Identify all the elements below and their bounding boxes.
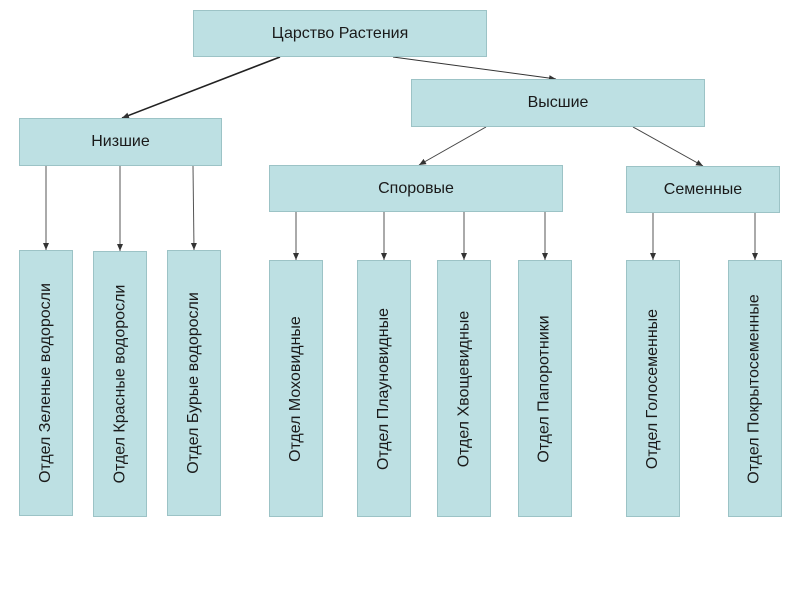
node-spore-label: Споровые <box>378 179 454 197</box>
node-mosses-label: Отдел Моховидные <box>287 315 304 462</box>
node-mosses: Отдел Моховидные <box>269 260 323 517</box>
arrow-lower-to-child-3 <box>190 165 197 251</box>
node-root-label: Царство Растения <box>271 24 409 42</box>
node-angiosperms: Отдел Покрытосеменные <box>728 260 782 517</box>
arrow-root-to-higher <box>392 56 557 82</box>
node-horsetails-label: Отдел Хвощевидные <box>455 310 473 467</box>
node-seed-label: Семенные <box>663 180 743 198</box>
node-higher: Высшие <box>411 79 705 127</box>
node-lower: Низшие <box>19 118 222 166</box>
node-brown-algae: Отдел Бурые водоросли <box>167 250 221 516</box>
node-gymnosperms: Отдел Голосеменные <box>626 260 680 517</box>
arrow-higher-to-seed <box>632 126 704 167</box>
node-gymnosperms-label: Отдел Голосеменные <box>644 308 661 469</box>
node-lycopods-label: Отдел Плауновидные <box>375 307 392 470</box>
node-green-algae-label: Отдел Зеленые водоросли <box>37 283 54 483</box>
node-brown-algae-label: Отдел Бурые водоросли <box>185 292 203 474</box>
node-lower-label: Низшие <box>91 133 150 150</box>
node-ferns-label: Отдел Папоротники <box>536 314 554 463</box>
node-root: Царство Растения <box>193 10 487 57</box>
node-red-algae: Отдел Красные водоросли <box>93 251 147 517</box>
node-horsetails: Отдел Хвощевидные <box>437 260 491 517</box>
node-ferns: Отдел Папоротники <box>518 260 572 517</box>
node-lycopods: Отдел Плауновидные <box>357 260 411 517</box>
node-seed: Семенные <box>626 166 780 213</box>
node-angiosperms-label: Отдел Покрытосеменные <box>746 293 763 484</box>
node-red-algae-label: Отдел Красные водоросли <box>111 284 129 484</box>
node-spore: Споровые <box>269 165 563 212</box>
node-higher-label: Высшие <box>527 94 589 111</box>
node-green-algae: Отдел Зеленые водоросли <box>19 250 73 516</box>
arrow-higher-to-spore <box>418 126 487 166</box>
arrow-root-to-lower <box>121 56 281 119</box>
